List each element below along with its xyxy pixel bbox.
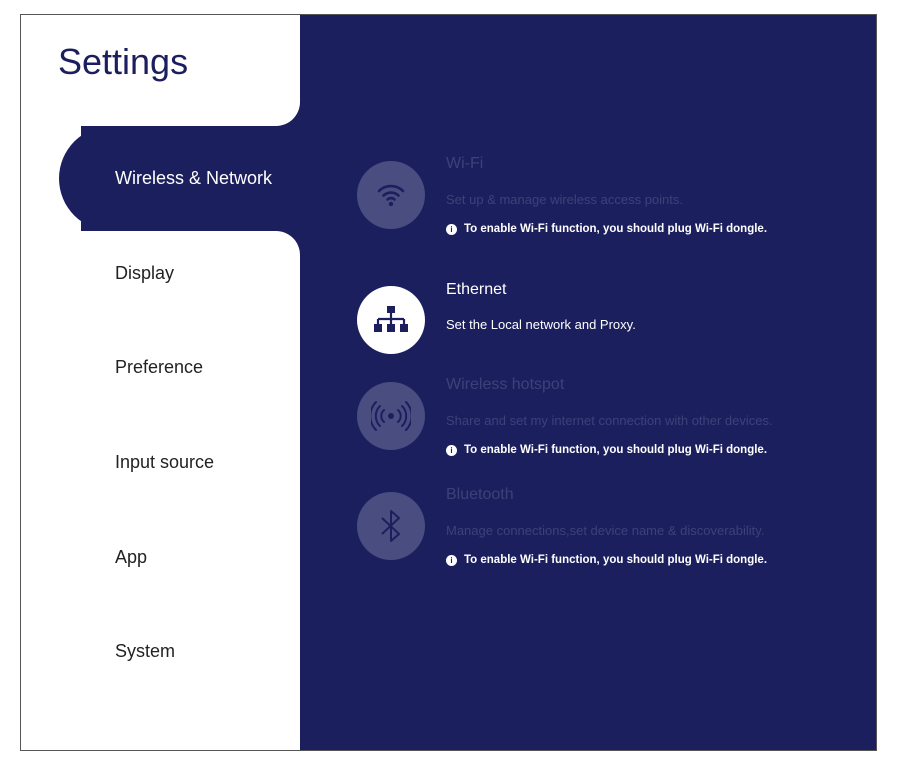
- bluetooth-title: Bluetooth: [446, 486, 514, 503]
- wifi-item[interactable]: Wi-Fi Set up & manage wireless access po…: [357, 155, 857, 235]
- network-icon: [357, 286, 425, 354]
- bluetooth-desc: Manage connections,set device name & dis…: [446, 523, 765, 538]
- nav-preference[interactable]: Preference: [115, 357, 204, 377]
- info-icon: i: [446, 444, 457, 456]
- nav-display[interactable]: Display: [115, 263, 175, 283]
- selected-nav-highlight: [59, 126, 319, 231]
- hotspot-item[interactable]: Wireless hotspot Share and set my intern…: [357, 376, 857, 456]
- ethernet-title: Ethernet: [446, 281, 507, 298]
- sidebar-top: [21, 15, 300, 126]
- hotspot-icon: [357, 382, 425, 450]
- page-title: Settings: [58, 41, 189, 82]
- hotspot-title: Wireless hotspot: [446, 376, 565, 393]
- settings-window: Settings Wireless & Network Display Pref…: [20, 14, 877, 751]
- sidebar-bottom: [21, 231, 300, 750]
- wifi-icon: [357, 161, 425, 229]
- wifi-title: Wi-Fi: [446, 155, 484, 172]
- info-icon: i: [446, 554, 457, 566]
- info-icon: i: [446, 223, 457, 235]
- ethernet-desc: Set the Local network and Proxy.: [446, 317, 636, 332]
- nav-input-source[interactable]: Input source: [115, 452, 215, 472]
- ethernet-item[interactable]: Ethernet Set the Local network and Proxy…: [357, 281, 857, 361]
- wifi-desc: Set up & manage wireless access points.: [446, 192, 684, 207]
- nav-system[interactable]: System: [115, 641, 176, 661]
- nav-app[interactable]: App: [115, 547, 148, 567]
- bluetooth-item[interactable]: Bluetooth Manage connections,set device …: [357, 486, 857, 566]
- hotspot-desc: Share and set my internet connection wit…: [446, 413, 773, 428]
- bluetooth-icon: [357, 492, 425, 560]
- nav-wireless-network[interactable]: Wireless & Network: [115, 168, 273, 188]
